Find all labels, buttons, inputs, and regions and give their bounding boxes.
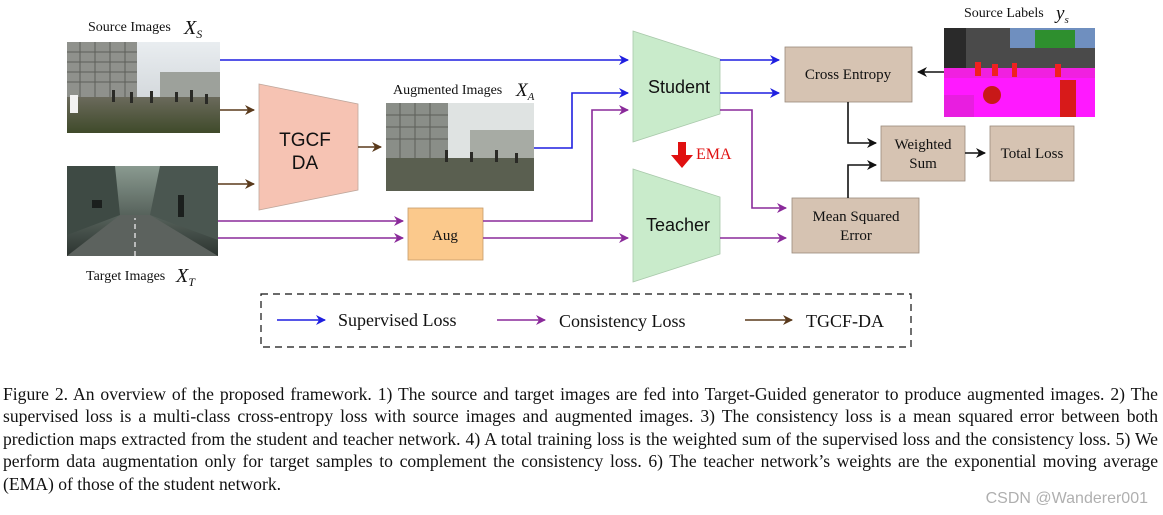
framework-diagram: Source Images XS Target Images XT Augmen… (67, 3, 1095, 348)
aug-label: Aug (432, 228, 458, 244)
tgcf-da-label-1: TGCF (279, 130, 331, 151)
arrow-student-to-mse (720, 109, 787, 213)
target-image (67, 166, 218, 256)
source-labels-image (944, 28, 1095, 117)
source-image (67, 42, 220, 133)
source-images-symbol: XS (183, 17, 202, 41)
arrow-mse-to-weighted (847, 160, 877, 198)
augmented-images-symbol: XA (515, 80, 535, 103)
teacher-block (632, 168, 721, 283)
legend-supervised-label: Supervised Loss (338, 310, 457, 330)
augmented-images-label: Augmented Images (393, 83, 502, 98)
augmented-image (386, 103, 534, 191)
tgcf-da-block (258, 83, 359, 211)
ema-arrow (671, 142, 693, 168)
arrow-augmented-to-student (534, 88, 629, 149)
weighted-sum-label-2: Sum (909, 156, 937, 172)
aug-block (407, 207, 484, 261)
arrow-aug-to-student (483, 105, 629, 222)
target-images-symbol: XT (175, 265, 196, 289)
figure-caption: Figure 2. An overview of the proposed fr… (3, 384, 1158, 494)
cross-entropy-label: Cross Entropy (805, 67, 892, 83)
legend: Supervised Loss Consistency Loss TGCF-DA (260, 293, 912, 348)
total-loss-label: Total Loss (1001, 146, 1064, 162)
arrow-ce-to-weighted (847, 102, 877, 148)
student-label: Student (648, 77, 710, 97)
source-labels-label: Source Labels (964, 6, 1044, 21)
mse-label-1: Mean Squared (812, 209, 900, 225)
tgcf-da-label-2: DA (292, 153, 319, 174)
cross-entropy-block (784, 46, 913, 103)
source-images-label: Source Images (88, 20, 171, 35)
teacher-label: Teacher (646, 215, 710, 235)
target-images-label: Target Images (86, 269, 165, 284)
weighted-sum-label-1: Weighted (894, 137, 952, 153)
ema-label: EMA (696, 146, 732, 163)
total-loss-block (989, 125, 1075, 182)
mse-label-2: Error (840, 228, 872, 244)
legend-consistency-label: Consistency Loss (559, 311, 686, 331)
source-labels-symbol: ys (1054, 3, 1069, 26)
mse-block (791, 197, 920, 254)
student-block (632, 30, 721, 143)
weighted-sum-block (880, 125, 966, 182)
legend-tgcf-label: TGCF-DA (806, 311, 884, 331)
watermark: CSDN @Wanderer001 (985, 490, 1148, 507)
